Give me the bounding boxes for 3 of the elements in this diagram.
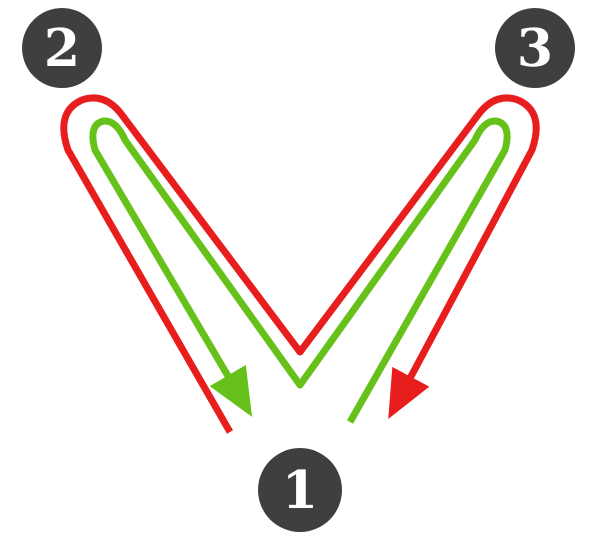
step-number: 3 xyxy=(495,8,575,88)
step-number: 2 xyxy=(22,8,102,88)
step-number: 1 xyxy=(258,448,342,532)
